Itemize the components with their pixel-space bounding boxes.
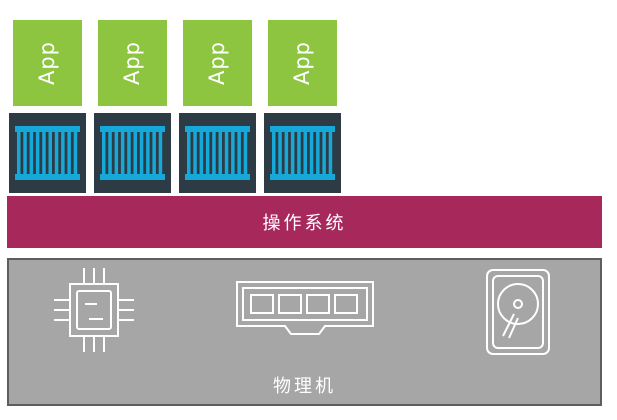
app-label: App [120,40,145,86]
app-label: App [290,40,315,86]
container-icon [185,126,250,180]
app-label: App [205,40,230,86]
hardware-label: 物理机 [273,376,336,397]
cpu-chip-icon [54,268,134,352]
container-block-2 [94,113,171,193]
container-block-1 [9,113,86,193]
app-block-2: App [98,20,167,106]
os-label: 操作系统 [262,213,347,234]
hardware-layer: 物理机 [7,258,602,406]
app-block-4: App [268,20,337,106]
app-block-1: App [13,20,82,106]
container-icon [270,126,335,180]
container-icon [15,126,80,180]
app-block-3: App [183,20,252,106]
hard-drive-icon [486,269,550,355]
container-block-4 [264,113,341,193]
memory-module-icon [236,281,374,335]
app-label: App [35,40,60,86]
container-block-3 [179,113,256,193]
os-layer: 操作系统 [7,196,602,248]
container-icon [100,126,165,180]
